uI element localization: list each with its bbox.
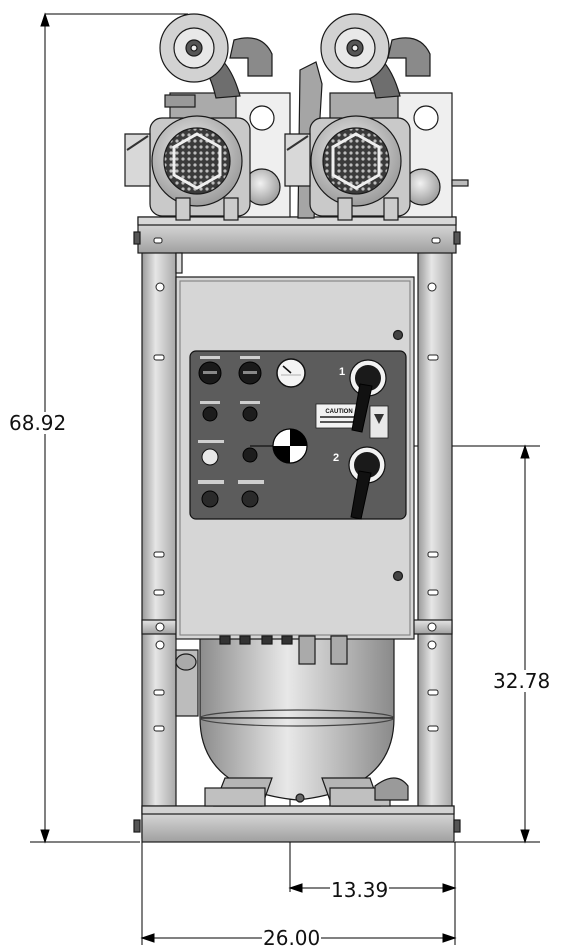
frame (133, 216, 461, 843)
test-button (242, 447, 258, 463)
arrow-half-right (442, 883, 457, 893)
enclosure-screw (392, 570, 404, 582)
receiver-tank (175, 637, 409, 807)
intake-elbow (229, 37, 273, 77)
alarm-lamp (201, 448, 219, 466)
drain-valve (374, 777, 409, 801)
arrow-height-top (40, 12, 50, 27)
arrow-width-right (442, 933, 457, 943)
pump-assembly-left (124, 13, 291, 221)
frame-slots (153, 237, 441, 732)
arrow-half-left (288, 883, 303, 893)
disconnect-handle-1 (351, 383, 373, 433)
dimension-center-height: 32.78 (492, 669, 552, 693)
arrow-center-bottom (520, 829, 530, 844)
conduit-fitting (330, 635, 348, 665)
center-of-gravity-marker (250, 428, 308, 464)
dimension-overall-width: 26.00 (262, 926, 322, 950)
disconnect-handle-2 (350, 470, 372, 520)
frame-post-right (417, 249, 453, 839)
switch-2-number: 2 (333, 452, 339, 464)
top-beam-lip (137, 216, 457, 226)
reset-button-1 (201, 490, 219, 508)
enclosure-screw (392, 329, 404, 341)
indicator-lamp-2 (242, 406, 258, 422)
switch-1-number: 1 (339, 366, 345, 378)
arrow-width-left (140, 933, 155, 943)
frame-post-left (141, 249, 177, 839)
arrow-center-top (520, 444, 530, 459)
caution-text: CAUTION (325, 409, 352, 415)
indicator-lamp-1 (202, 406, 218, 422)
dimension-overall-height: 68.92 (8, 411, 68, 435)
reset-button-2 (241, 490, 259, 508)
dimension-half-width: 13.39 (330, 878, 390, 902)
pump-assembly-right (284, 13, 469, 221)
intake-elbow (387, 37, 431, 77)
base-skid-lip (141, 805, 455, 815)
arrow-height-bottom (40, 829, 50, 844)
conduit-fitting (298, 635, 316, 665)
